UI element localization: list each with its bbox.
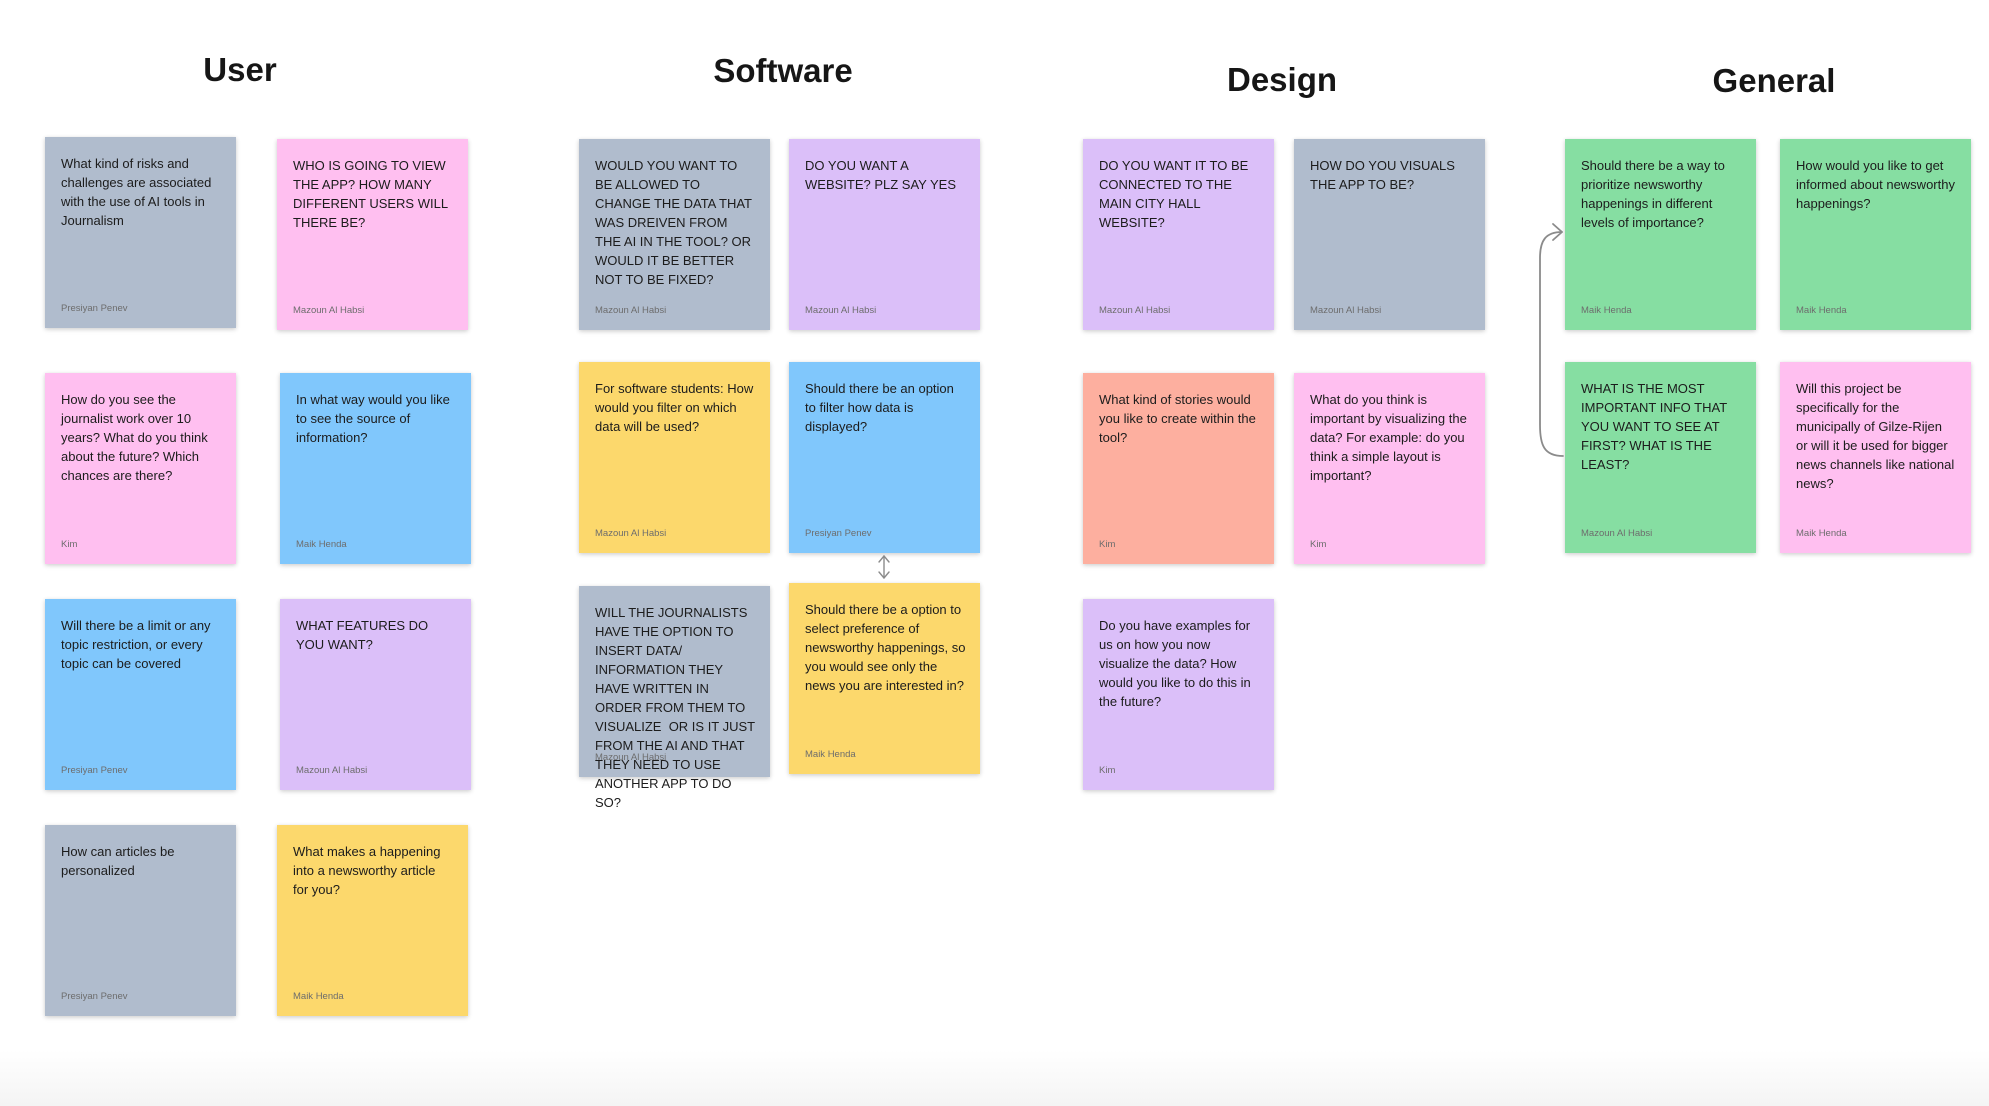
sticky-note-user[interactable]: What makes a happening into a newsworthy… — [277, 825, 468, 1016]
sticky-note-author: Presiyan Penev — [61, 765, 128, 776]
section-heading-design[interactable]: Design — [1226, 61, 1338, 98]
sticky-note-author: Maik Henda — [296, 539, 347, 550]
sticky-note-text: Will there be a limit or any topic restr… — [61, 618, 215, 671]
sticky-note-general[interactable]: How would you like to get informed about… — [1780, 139, 1971, 330]
sticky-note-author: Mazoun Al Habsi — [1099, 305, 1171, 316]
sticky-note-general[interactable]: Will this project be specifically for th… — [1780, 362, 1971, 553]
sticky-note-text: Should there be an option to filter how … — [805, 381, 958, 434]
sticky-note-author: Presiyan Penev — [61, 991, 128, 1002]
sticky-note-author: Mazoun Al Habsi — [595, 752, 667, 763]
sticky-note-text: What kind of stories would you like to c… — [1099, 392, 1260, 445]
sticky-note-software[interactable]: DO YOU WANT A WEBSITE? PLZ SAY YES Mazoun… — [789, 139, 980, 330]
sticky-note-text: How do you see the journalist work over … — [61, 392, 212, 483]
sticky-note-text: What do you think is important by visual… — [1310, 392, 1471, 483]
sticky-note-text: Should there be a option to select prefe… — [805, 602, 970, 693]
sticky-note-software[interactable]: WOULD YOU WANT TO BE ALLOWED TO CHANGE T… — [579, 139, 770, 330]
sticky-note-author: Mazoun Al Habsi — [805, 305, 877, 316]
section-heading-user[interactable]: User — [203, 51, 277, 88]
sticky-note-author: Mazoun Al Habsi — [595, 305, 667, 316]
sticky-note-text: HOW DO YOU VISUALS THE APP TO BE? — [1310, 158, 1459, 192]
sticky-note-design[interactable]: Do you have examples for us on how you n… — [1083, 599, 1274, 790]
sticky-note-author: Mazoun Al Habsi — [296, 765, 368, 776]
sticky-note-text: DO YOU WANT A WEBSITE? PLZ SAY YES — [805, 158, 957, 192]
section-heading-general[interactable]: General — [1712, 62, 1836, 99]
sticky-note-author: Maik Henda — [293, 991, 344, 1002]
sticky-note-user[interactable]: WHO IS GOING TO VIEW THE APP? HOW MANY D… — [277, 139, 468, 330]
sticky-note-user[interactable]: WHAT FEATURES DO YOU WANT? Mazoun Al Habs… — [280, 599, 471, 790]
connector-arrowhead-icon[interactable] — [1552, 223, 1563, 241]
sticky-note-design[interactable]: DO YOU WANT IT TO BE CONNECTED TO THE MA… — [1083, 139, 1274, 330]
sticky-note-user[interactable]: What kind of risks and challenges are as… — [45, 137, 236, 328]
sticky-note-author: Mazoun Al Habsi — [293, 305, 365, 316]
sticky-note-author: Maik Henda — [1796, 305, 1847, 316]
sticky-note-user[interactable]: In what way would you like to see the so… — [280, 373, 471, 564]
sticky-note-author: Kim — [1099, 539, 1116, 550]
sticky-note-text: DO YOU WANT IT TO BE CONNECTED TO THE MA… — [1099, 158, 1252, 230]
sticky-note-software[interactable]: Should there be an option to filter how … — [789, 362, 980, 553]
sticky-note-text: Do you have examples for us on how you n… — [1099, 618, 1255, 709]
sticky-note-author: Kim — [1099, 765, 1116, 776]
sticky-note-general[interactable]: Should there be a way to prioritize news… — [1565, 139, 1756, 330]
connector-arrow-down-icon[interactable] — [878, 571, 890, 579]
sticky-note-general[interactable]: WHAT IS THE MOST IMPORTANT INFO THAT YOU… — [1565, 362, 1756, 553]
sticky-note-user[interactable]: How do you see the journalist work over … — [45, 373, 236, 564]
sticky-note-text: For software students: How would you fil… — [595, 381, 757, 434]
sticky-note-author: Mazoun Al Habsi — [1581, 528, 1653, 539]
sticky-note-text: WHAT FEATURES DO YOU WANT? — [296, 618, 432, 652]
connector-arrow-up-icon[interactable] — [878, 555, 890, 563]
sticky-note-author: Maik Henda — [1796, 528, 1847, 539]
sticky-note-user[interactable]: Will there be a limit or any topic restr… — [45, 599, 236, 790]
sticky-note-text: How can articles be personalized — [61, 844, 179, 878]
section-heading-software[interactable]: Software — [713, 52, 853, 89]
sticky-note-text: WHAT IS THE MOST IMPORTANT INFO THAT YOU… — [1581, 381, 1731, 472]
sticky-note-author: Mazoun Al Habsi — [1310, 305, 1382, 316]
sticky-note-author: Presiyan Penev — [805, 528, 872, 539]
sticky-note-design[interactable]: What kind of stories would you like to c… — [1083, 373, 1274, 564]
sticky-note-author: Maik Henda — [1581, 305, 1632, 316]
sticky-note-author: Kim — [1310, 539, 1327, 550]
sticky-note-design[interactable]: HOW DO YOU VISUALS THE APP TO BE? Mazoun … — [1294, 139, 1485, 330]
sticky-note-text: WOULD YOU WANT TO BE ALLOWED TO CHANGE T… — [595, 158, 756, 287]
sticky-note-software[interactable]: For software students: How would you fil… — [579, 362, 770, 553]
sticky-note-software[interactable]: WILL THE JOURNALISTS HAVE THE OPTION TO … — [579, 586, 770, 810]
sticky-note-design[interactable]: What do you think is important by visual… — [1294, 373, 1485, 564]
canvas-bottom-edge — [0, 1050, 1989, 1106]
sticky-note-author: Presiyan Penev — [61, 303, 128, 314]
sticky-note-text: How would you like to get informed about… — [1796, 158, 1959, 211]
sticky-note-author: Kim — [61, 539, 78, 550]
sticky-note-text: What kind of risks and challenges are as… — [61, 156, 215, 228]
sticky-note-text: WHO IS GOING TO VIEW THE APP? HOW MANY D… — [293, 158, 451, 230]
sticky-note-software[interactable]: Should there be a option to select prefe… — [789, 583, 980, 774]
connector-line[interactable] — [1539, 231, 1564, 457]
sticky-note-text: WILL THE JOURNALISTS HAVE THE OPTION TO … — [595, 605, 759, 810]
sticky-note-text: Should there be a way to prioritize news… — [1581, 158, 1729, 230]
sticky-note-text: What makes a happening into a newsworthy… — [293, 844, 445, 897]
sticky-note-author: Mazoun Al Habsi — [595, 528, 667, 539]
sticky-note-text: In what way would you like to see the so… — [296, 392, 454, 445]
sticky-note-author: Maik Henda — [805, 749, 856, 760]
sticky-note-text: Will this project be specifically for th… — [1796, 381, 1958, 491]
